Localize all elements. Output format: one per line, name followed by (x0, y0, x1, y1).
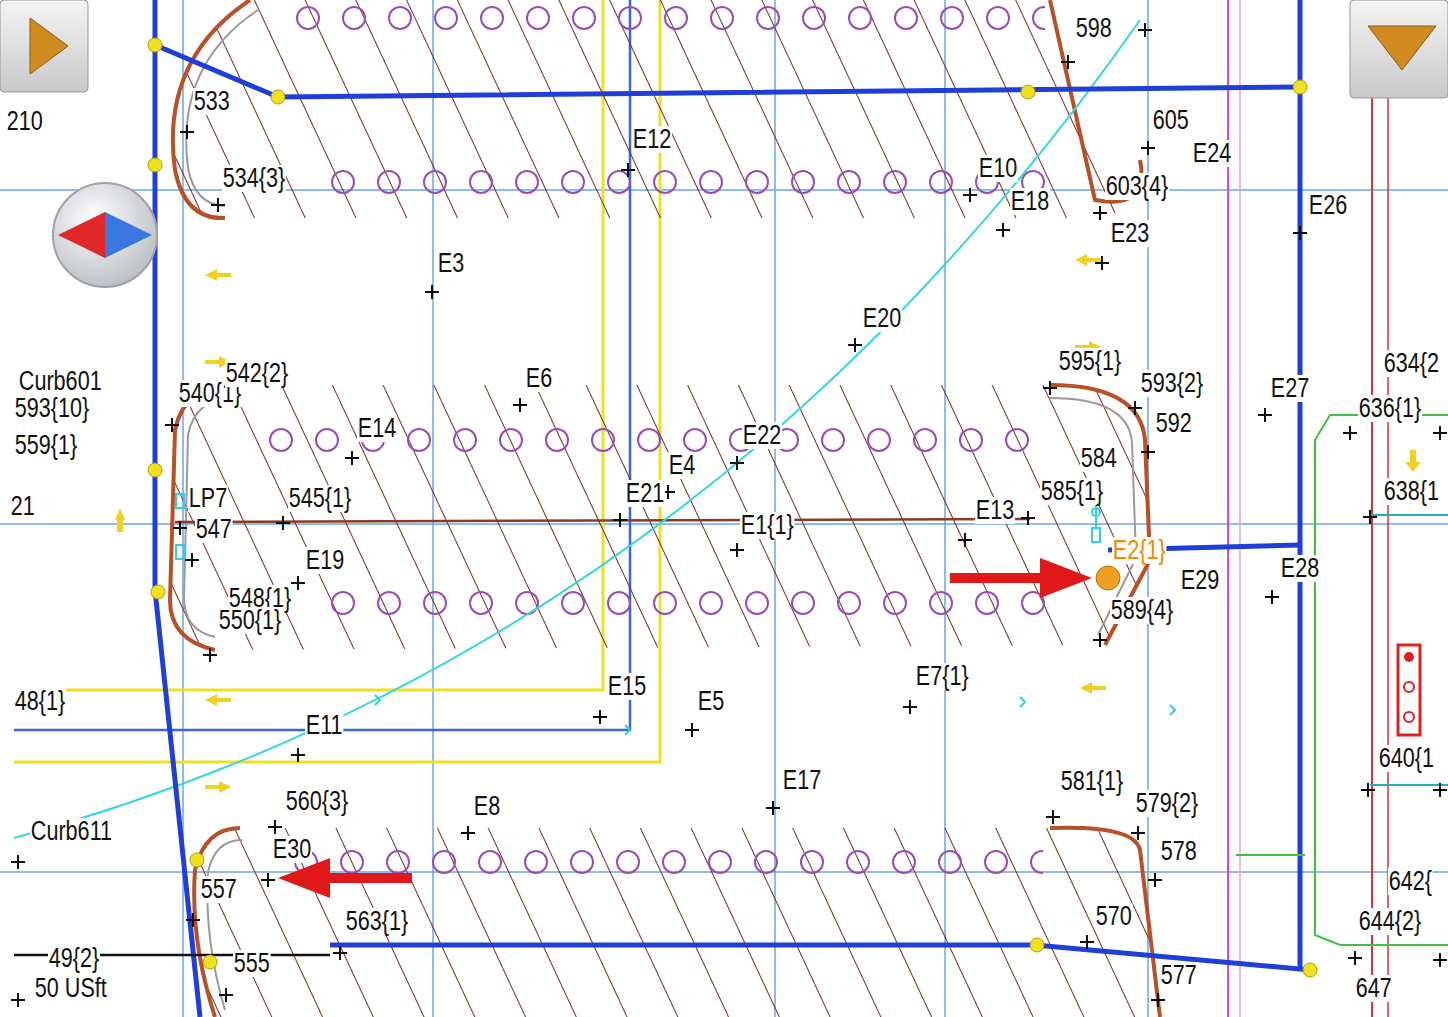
point-label: E7{1} (915, 663, 969, 690)
point-label: 533 (193, 88, 231, 115)
point-label: 555 (233, 950, 271, 977)
point-label: 48{1} (14, 688, 66, 715)
point-label: E8 (473, 793, 501, 820)
point-label: 210 (6, 108, 44, 135)
point-label: E13 (975, 497, 1015, 524)
point-label: 579{2} (1135, 790, 1199, 817)
point-label: E28 (1280, 555, 1320, 582)
point-label: 585{1} (1040, 478, 1104, 505)
point-label: 570 (1095, 903, 1133, 930)
point-label: E29 (1180, 567, 1220, 594)
point-label: E24 (1192, 140, 1232, 167)
point-label: 578 (1160, 838, 1198, 865)
point-label: E26 (1308, 192, 1348, 219)
point-label: Curb611 (30, 818, 113, 845)
point-label: 595{1} (1058, 348, 1122, 375)
point-label: E19 (305, 547, 345, 574)
point-label: 557 (200, 876, 238, 903)
point-label: E11 (305, 712, 343, 739)
point-label: E14 (357, 415, 397, 442)
point-label: 603{4} (1105, 173, 1169, 200)
point-label: E15 (607, 673, 647, 700)
point-label: E10 (978, 155, 1018, 182)
point-label: E17 (782, 767, 822, 794)
point-label: 592 (1155, 410, 1193, 437)
point-label: 593{10} (14, 395, 90, 422)
point-label: 550{1} (218, 607, 282, 634)
point-label: 647 (1355, 975, 1393, 1002)
point-label: 559{1} (14, 432, 78, 459)
point-label: E4 (668, 452, 696, 479)
point-label: 636{1} (1358, 395, 1422, 422)
point-label: 545{1} (288, 485, 352, 512)
point-label: E5 (697, 688, 725, 715)
point-label: E30 (272, 836, 312, 863)
point-label: 547 (195, 516, 233, 543)
point-label: E3 (437, 250, 465, 277)
point-label: 638{1 (1383, 478, 1440, 505)
point-label: 534{3} (222, 165, 286, 192)
point-label: E18 (1010, 188, 1050, 215)
point-label: 21 (10, 493, 36, 520)
point-label: Curb601 (18, 368, 102, 395)
point-label: 598 (1075, 15, 1113, 42)
point-label: 593{2} (1140, 370, 1204, 397)
point-label: E1{1} (740, 512, 794, 539)
point-label: 589{4} (1110, 597, 1174, 624)
point-label: 644{2} (1358, 908, 1422, 935)
point-label: E27 (1270, 375, 1310, 402)
point-label: 581{1} (1060, 768, 1124, 795)
point-label: E23 (1110, 220, 1150, 247)
point-label: 605 (1152, 107, 1190, 134)
point-label: 542{2} (225, 360, 289, 387)
point-label: 50 USft (34, 975, 108, 1002)
point-label: E6 (525, 365, 553, 392)
point-label: 642{ (1388, 868, 1433, 895)
point-label: 584 (1080, 445, 1118, 472)
point-label: 560{3} (285, 788, 349, 815)
point-label: 577 (1160, 962, 1198, 989)
point-label: E21 (625, 480, 665, 507)
point-label: E20 (862, 305, 902, 332)
point-label: E22 (742, 422, 782, 449)
point-label: E2{1} (1112, 537, 1166, 564)
point-label: LP7 (188, 485, 228, 512)
point-label: 49{2} (48, 945, 100, 972)
point-label: 640{1 (1378, 745, 1435, 772)
point-label: 634{2 (1383, 350, 1440, 377)
point-label: 563{1} (345, 908, 409, 935)
point-label: E12 (632, 126, 672, 153)
